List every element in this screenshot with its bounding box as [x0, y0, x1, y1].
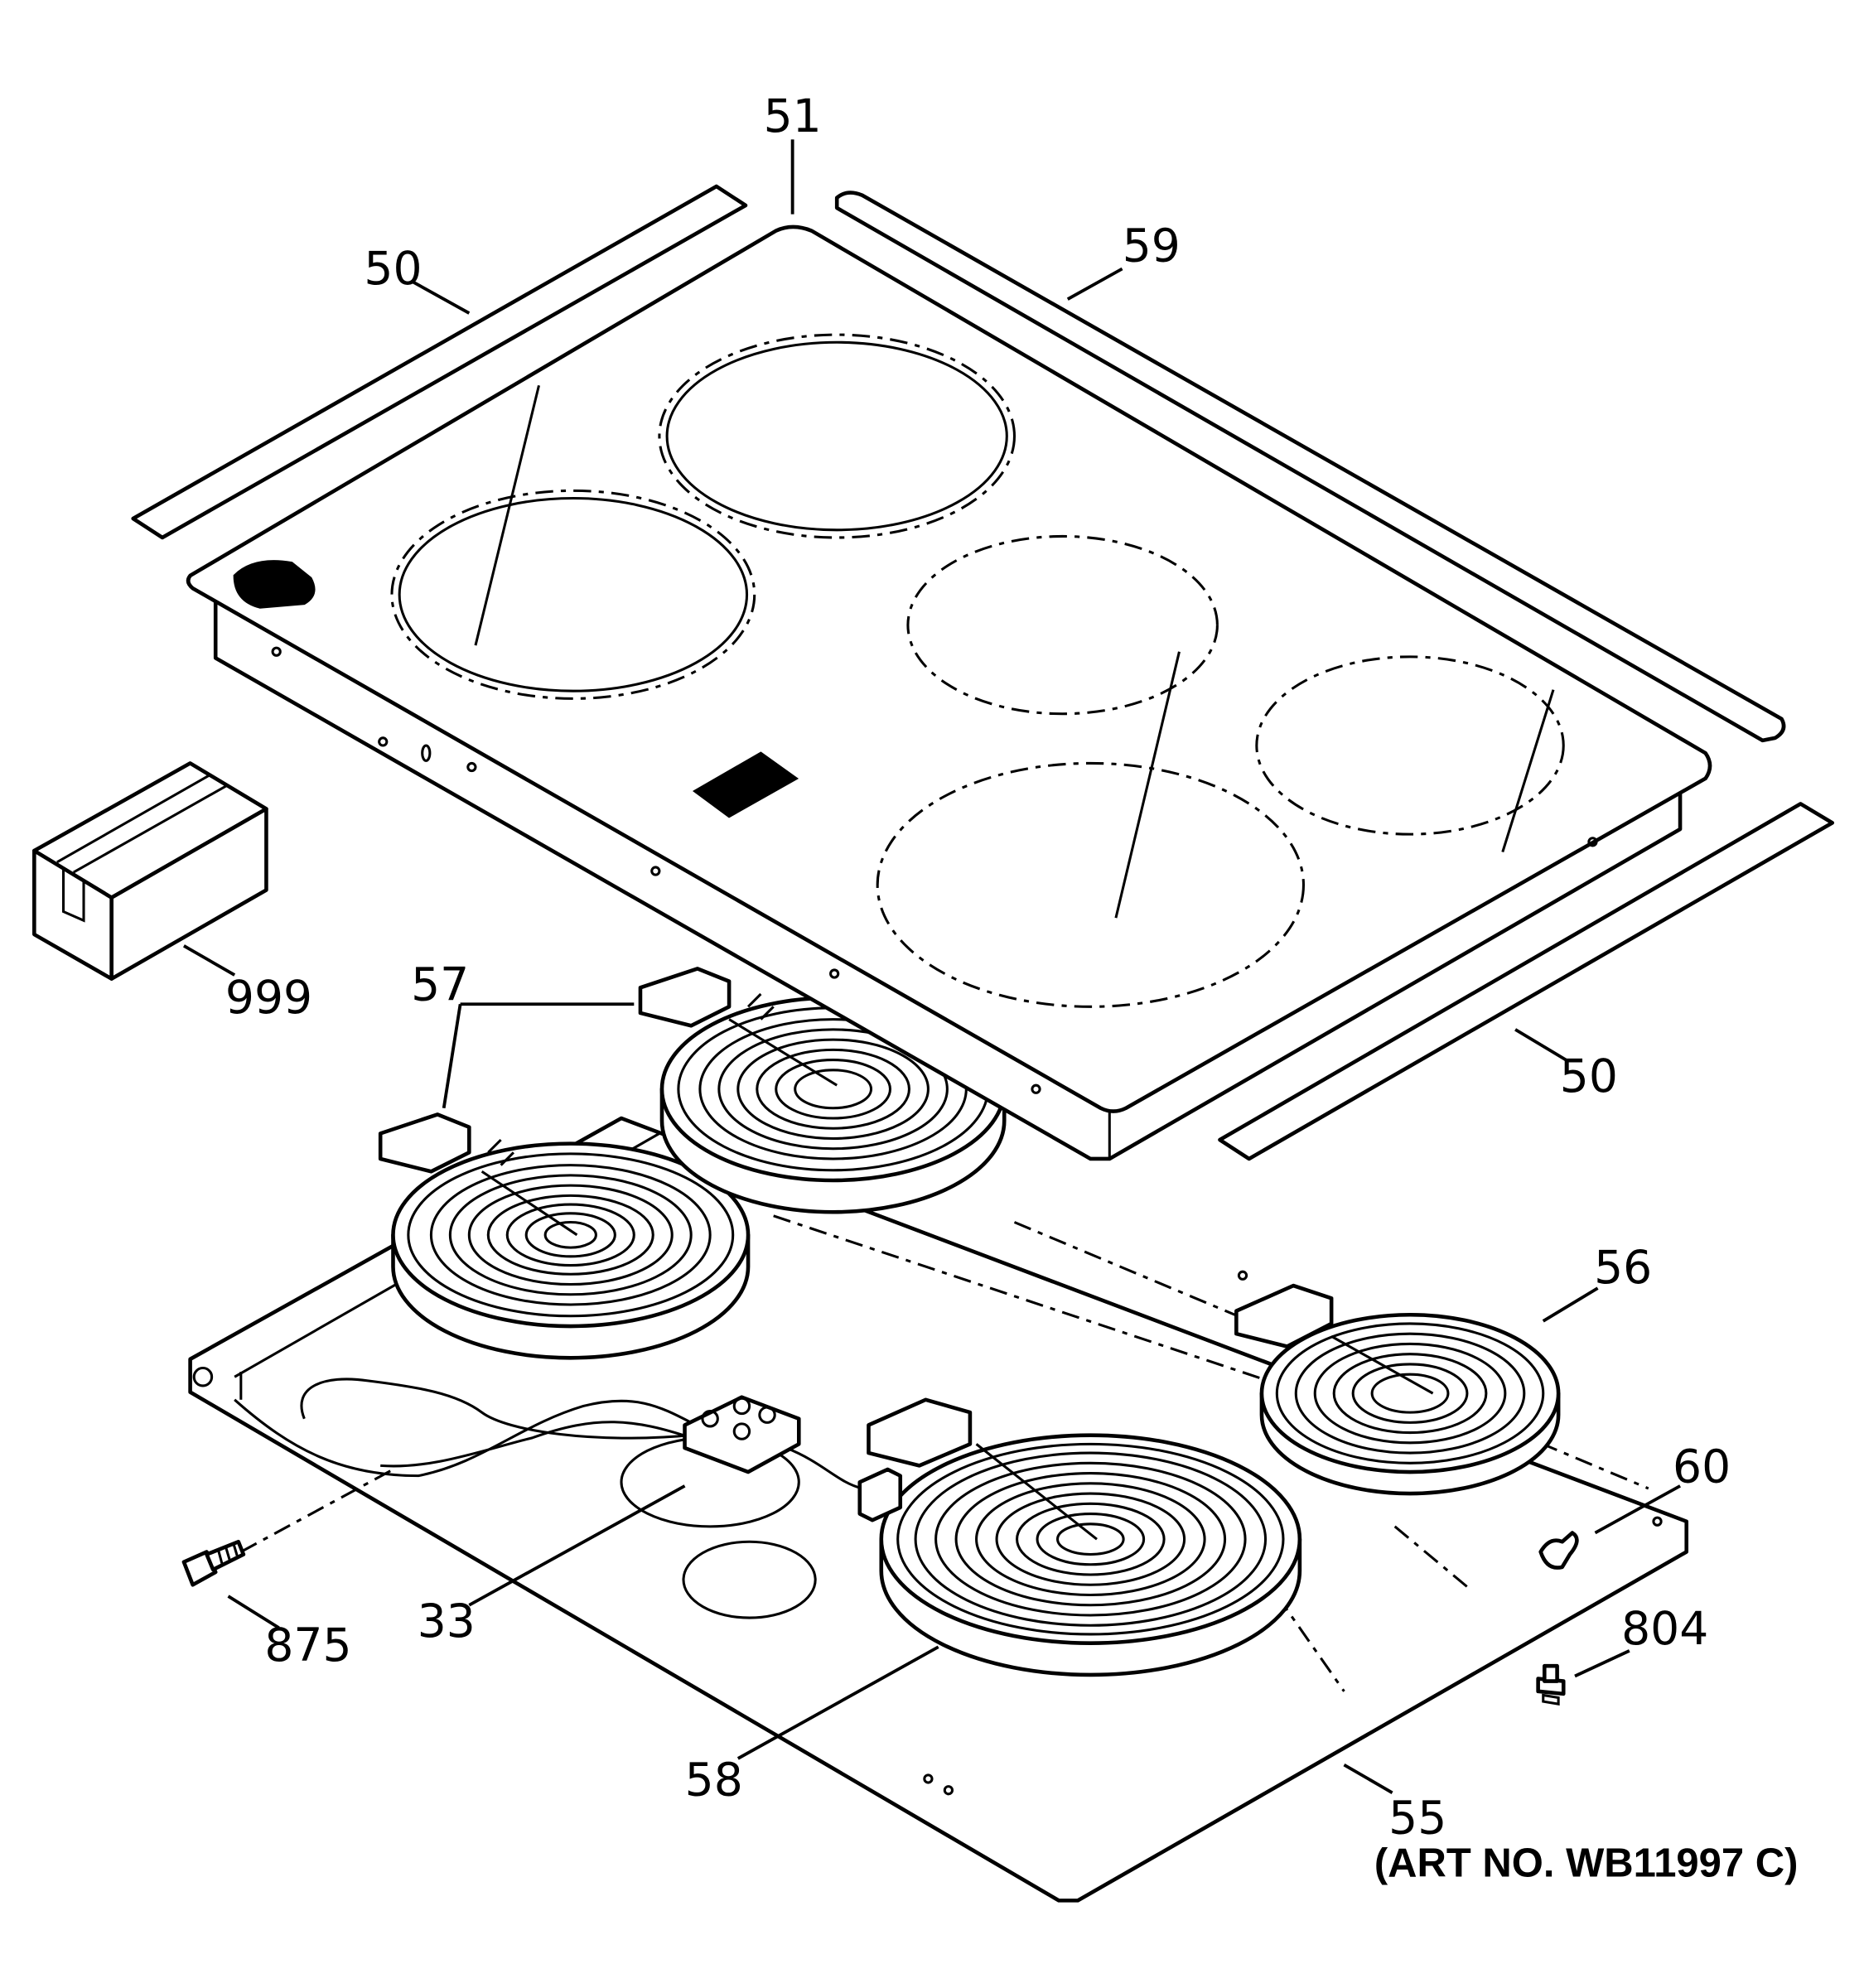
callout-55: 55 [1388, 1791, 1446, 1844]
radiant-unit-57-left [378, 1112, 751, 1360]
radiant-unit-56 [1234, 1283, 1561, 1496]
trim-strip-50-right [1218, 802, 1835, 1161]
callout-50-left: 50 [364, 242, 422, 295]
callout-57: 57 [411, 958, 469, 1011]
terminal-block-33 [234, 1378, 863, 1619]
glass-cooktop-51 [186, 224, 1712, 1161]
accessory-box-999 [32, 761, 268, 981]
callout-59: 59 [1123, 219, 1181, 272]
callout-51: 51 [764, 89, 822, 142]
clip-60 [1538, 1531, 1579, 1570]
trim-strip-50-left [131, 184, 748, 540]
screw-875 [181, 1539, 246, 1587]
callout-804: 804 [1621, 1602, 1708, 1655]
leader-lines [182, 139, 1681, 1794]
art-number: (ART NO. WB11997 C) [1374, 1841, 1799, 1885]
trim-strip-59-rear [834, 191, 1786, 743]
radiant-unit-58 [857, 1397, 1302, 1677]
screw-804 [1536, 1663, 1566, 1706]
radiant-unit-57-rear [638, 967, 1007, 1214]
callout-999: 999 [225, 971, 312, 1024]
callout-875: 875 [264, 1619, 351, 1672]
callout-60: 60 [1673, 1440, 1731, 1493]
callout-50-right: 50 [1560, 1049, 1618, 1103]
callout-58: 58 [685, 1753, 743, 1806]
callout-56: 56 [1594, 1241, 1652, 1294]
callout-33: 33 [418, 1595, 476, 1648]
